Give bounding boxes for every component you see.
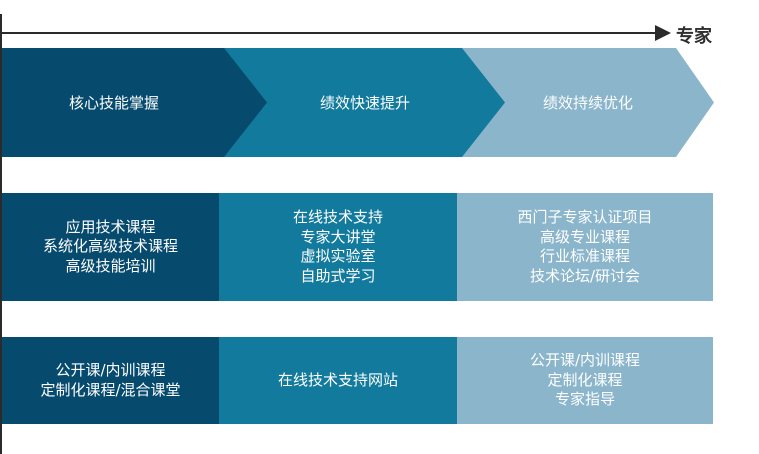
stage-chevron-1: 核心技能掌握 bbox=[2, 48, 269, 157]
list-item: 西门子专家认证项目 bbox=[517, 208, 653, 226]
row2-col2: 在线技术支持网站 bbox=[219, 337, 457, 424]
list-item: 定制化课程/混合课堂 bbox=[40, 380, 181, 399]
list-item: 在线技术支持 bbox=[292, 208, 383, 226]
stage-label-1: 核心技能掌握 bbox=[68, 94, 159, 112]
list-item: 专家大讲堂 bbox=[300, 227, 376, 246]
list-item: 专家指导 bbox=[554, 390, 615, 409]
stage-label-2: 绩效快速提升 bbox=[319, 94, 410, 112]
arrow-label: 专家 bbox=[676, 26, 712, 47]
list-item: 技术论坛/研讨会 bbox=[529, 266, 641, 285]
arrow-head-icon bbox=[655, 25, 671, 41]
vertical-axis-line bbox=[0, 14, 2, 454]
stage-chevron-2: 绩效快速提升 bbox=[224, 48, 506, 157]
list-item: 高级专业课程 bbox=[539, 227, 630, 246]
list-item: 在线技术支持网站 bbox=[277, 370, 398, 389]
row2-col3: 公开课/内训课程 定制化课程 专家指导 bbox=[457, 337, 713, 424]
list-item: 虚拟实验室 bbox=[300, 247, 376, 265]
row1-col2: 在线技术支持 专家大讲堂 虚拟实验室 自助式学习 bbox=[219, 193, 457, 301]
list-item: 高级技能培训 bbox=[65, 256, 156, 275]
row2-col1: 公开课/内训课程 定制化课程/混合课堂 bbox=[2, 337, 219, 424]
list-item: 系统化高级技术课程 bbox=[42, 237, 178, 256]
list-item: 公开课/内训课程 bbox=[529, 351, 641, 370]
list-item: 公开课/内训课程 bbox=[55, 361, 166, 379]
stage-label-3: 绩效持续优化 bbox=[542, 94, 633, 112]
progression-arrow-line bbox=[0, 32, 658, 34]
list-item: 自助式学习 bbox=[300, 266, 376, 285]
list-item: 行业标准课程 bbox=[539, 247, 630, 265]
list-item: 定制化课程 bbox=[547, 370, 623, 389]
list-item: 应用技术课程 bbox=[65, 217, 156, 236]
row1-col1: 应用技术课程 系统化高级技术课程 高级技能培训 bbox=[2, 193, 219, 301]
row1-col3: 西门子专家认证项目 高级专业课程 行业标准课程 技术论坛/研讨会 bbox=[457, 193, 713, 301]
